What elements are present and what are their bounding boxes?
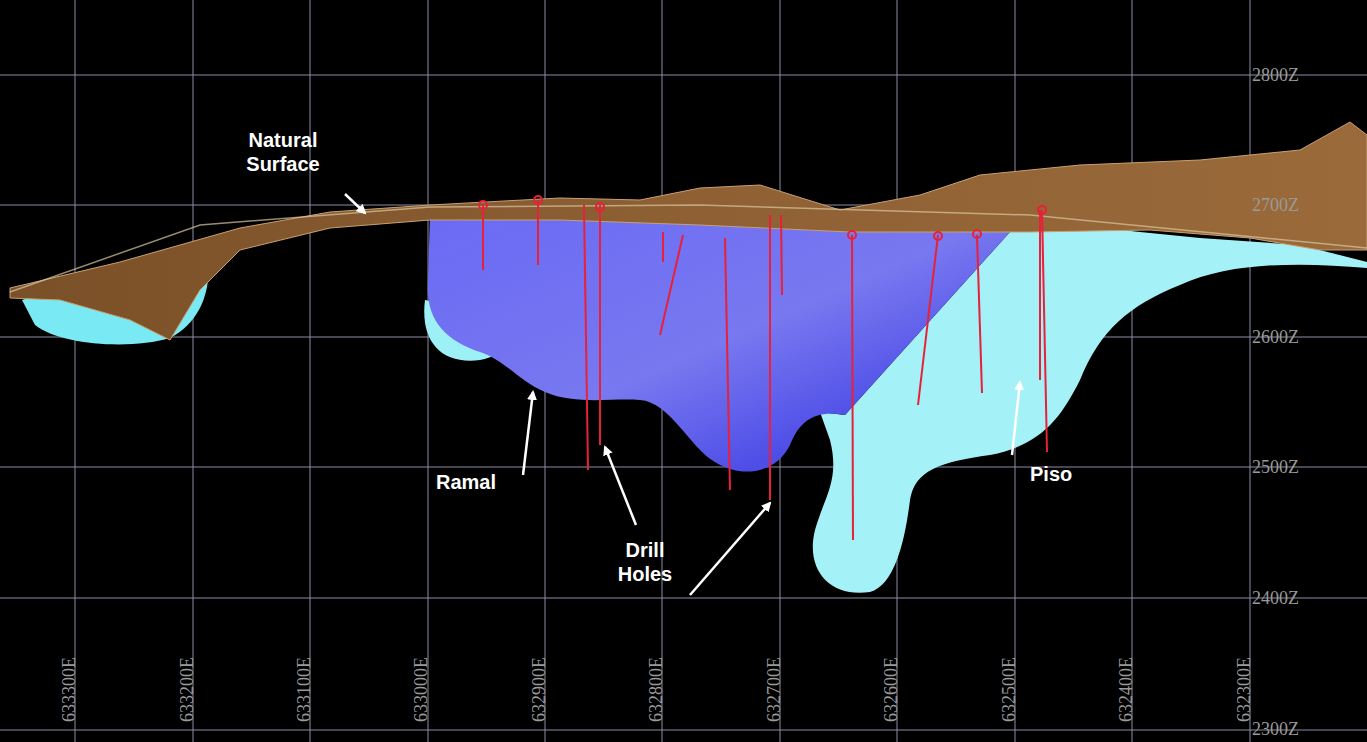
elevation-label: 2500Z [1252, 458, 1299, 476]
surface-edge [10, 205, 1367, 292]
easting-label: 632300E [1235, 657, 1253, 722]
easting-label: 633200E [178, 657, 196, 722]
elevation-label: 2400Z [1252, 589, 1299, 607]
elevation-label: 2600Z [1252, 328, 1299, 346]
easting-label: 632400E [1117, 657, 1135, 722]
elevation-label: 2800Z [1252, 66, 1299, 84]
easting-label: 632900E [530, 657, 548, 722]
easting-label: 632800E [647, 657, 665, 722]
easting-label: 632600E [882, 657, 900, 722]
easting-label: 633100E [295, 657, 313, 722]
callout-label: Drill Holes [605, 538, 685, 586]
easting-label: 632500E [1000, 657, 1018, 722]
drill-holes [479, 196, 1047, 540]
easting-label: 632700E [765, 657, 783, 722]
easting-label: 633300E [60, 657, 78, 722]
callout-label: Ramal [436, 470, 496, 494]
elevation-label: 2700Z [1252, 196, 1299, 214]
leader-arrows [345, 194, 1020, 595]
easting-label: 633000E [412, 657, 430, 722]
callout-label: Piso [1030, 462, 1072, 486]
elevation-label: 2300Z [1252, 720, 1299, 738]
ramal-body [428, 215, 1010, 472]
natural-surface [10, 122, 1367, 340]
callout-label: Natural Surface [233, 128, 333, 176]
